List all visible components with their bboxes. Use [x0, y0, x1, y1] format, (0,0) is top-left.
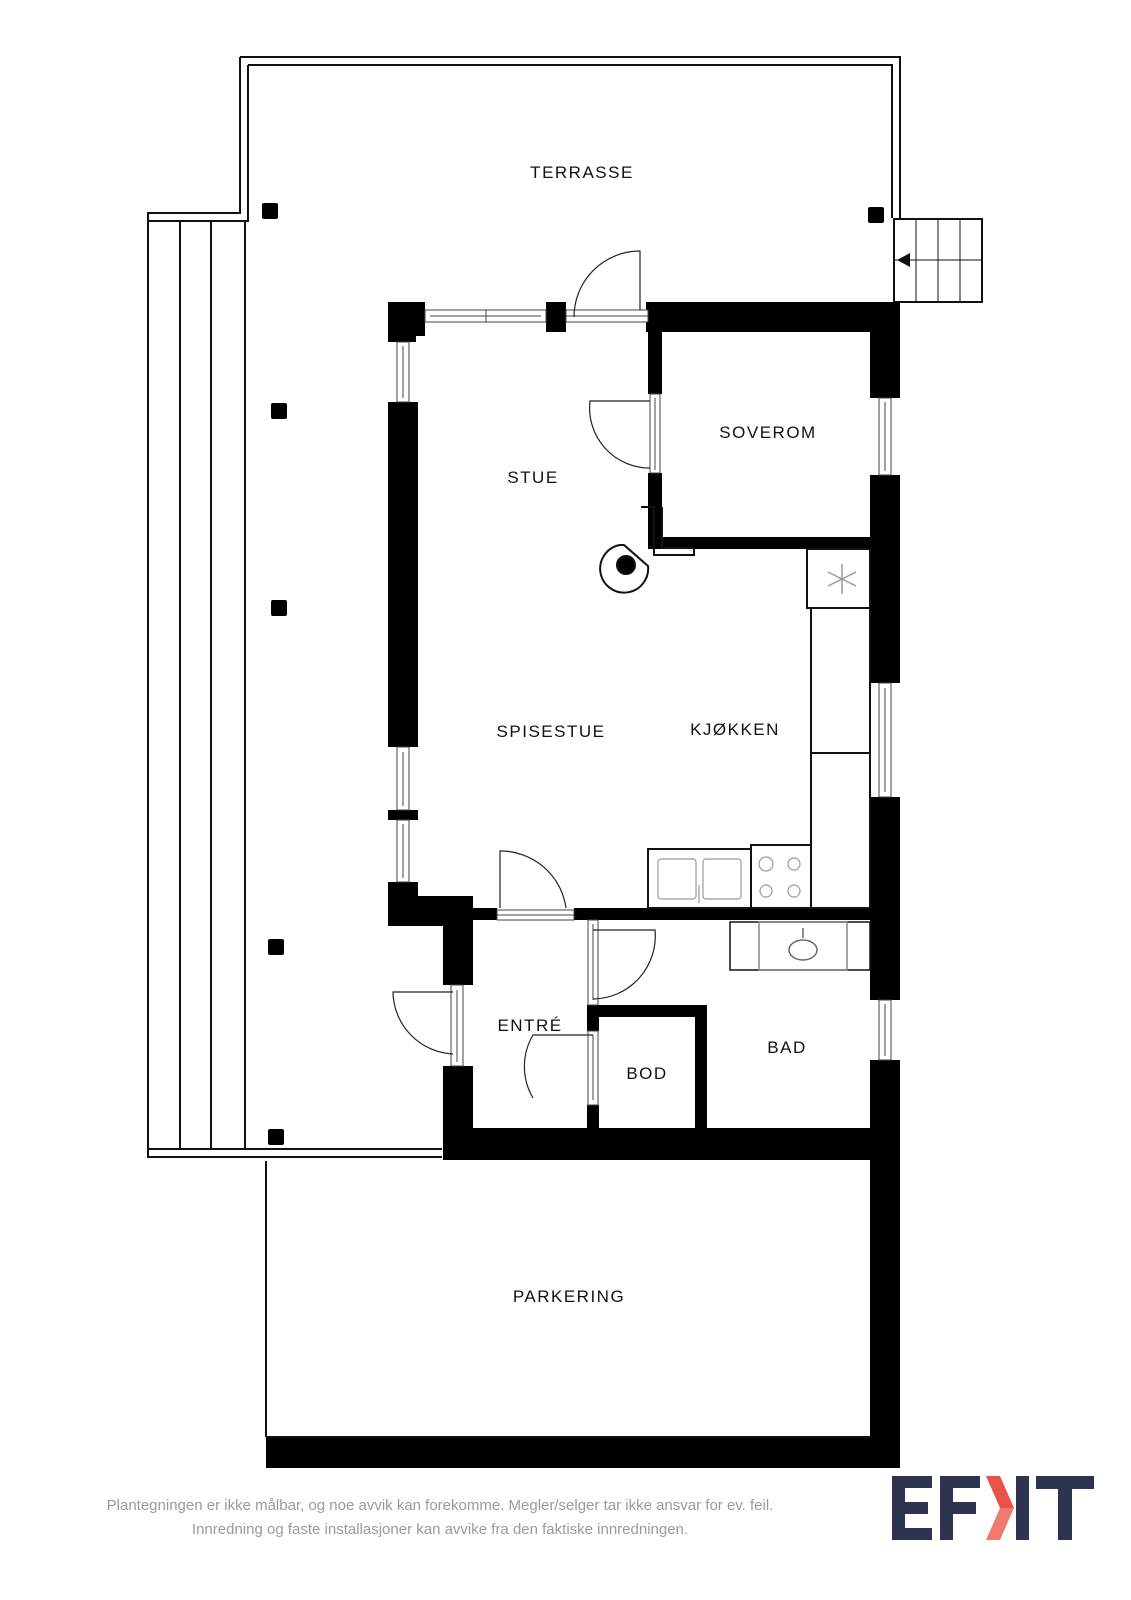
disclaimer-line-2: Innredning og faste installasjoner kan a…	[191, 1521, 689, 1538]
efkit-logo	[892, 1476, 1094, 1540]
room-label-kjokken: KJØKKEN	[690, 720, 780, 739]
room-label-entre: ENTRÉ	[497, 1016, 563, 1035]
room-label-terrasse: TERRASSE	[530, 163, 634, 182]
sink-icon	[657, 858, 742, 903]
room-label-spisestue: SPISESTUE	[496, 722, 606, 741]
fridge-fan-icon	[827, 564, 857, 594]
walls	[266, 302, 900, 1468]
room-label-parkering: PARKERING	[512, 1287, 626, 1306]
door-swings	[392, 250, 656, 1099]
parking-outline	[265, 1161, 870, 1438]
stairs	[893, 218, 983, 303]
disclaimer-line-1: Plantegningen er ikke målbar, og noe avv…	[106, 1497, 774, 1514]
room-label-bod: BOD	[626, 1064, 668, 1083]
windows	[396, 309, 892, 1106]
stairs-arrow-icon	[897, 253, 910, 267]
terrace-outline	[147, 56, 901, 1158]
bathroom-vanity	[729, 921, 871, 971]
kitchen-counters	[647, 548, 871, 909]
stove-icon	[758, 856, 801, 898]
room-label-stue: STUE	[507, 468, 559, 487]
room-label-soverom: SOVEROM	[719, 423, 817, 442]
terrace-posts	[262, 203, 884, 1145]
fireplace-icon	[599, 506, 695, 594]
room-label-bad: BAD	[767, 1038, 807, 1057]
